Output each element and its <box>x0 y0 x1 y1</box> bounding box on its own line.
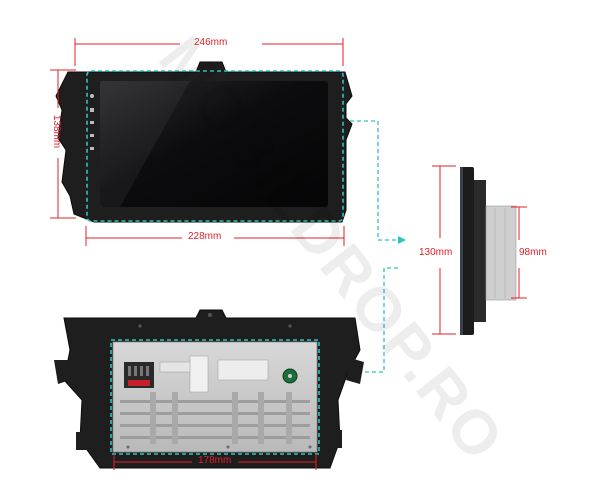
side-chassis <box>485 205 517 301</box>
power-icon <box>90 94 94 98</box>
front-view <box>55 61 353 223</box>
rear-width-label: 178mm <box>198 455 232 466</box>
front-width-label: 246mm <box>194 37 228 48</box>
side-panel <box>460 167 474 335</box>
screen-width-dimension <box>85 226 345 246</box>
volume-up-icon <box>90 134 94 137</box>
front-height-dimension <box>50 69 76 219</box>
rear-width-dimension <box>113 454 317 470</box>
side-depth-label: 98mm <box>519 247 547 258</box>
rear-vents <box>120 400 310 439</box>
front-width-dimension <box>74 38 344 66</box>
rear-view <box>54 309 364 469</box>
side-height-dimension <box>432 165 456 335</box>
side-depth-dimension <box>511 206 527 299</box>
side-view <box>460 167 517 335</box>
volume-down-icon <box>90 147 94 150</box>
screen-width-label: 228mm <box>188 231 222 242</box>
front-side-buttons <box>90 94 94 150</box>
front-dashed-outline <box>86 70 344 222</box>
side-height-label: 130mm <box>419 247 453 258</box>
rear-chassis <box>112 341 318 453</box>
side-bracket <box>474 180 486 322</box>
home-icon <box>90 108 94 112</box>
front-screen <box>100 81 328 207</box>
back-icon <box>90 121 94 124</box>
front-height-label: 138mm <box>51 114 63 149</box>
